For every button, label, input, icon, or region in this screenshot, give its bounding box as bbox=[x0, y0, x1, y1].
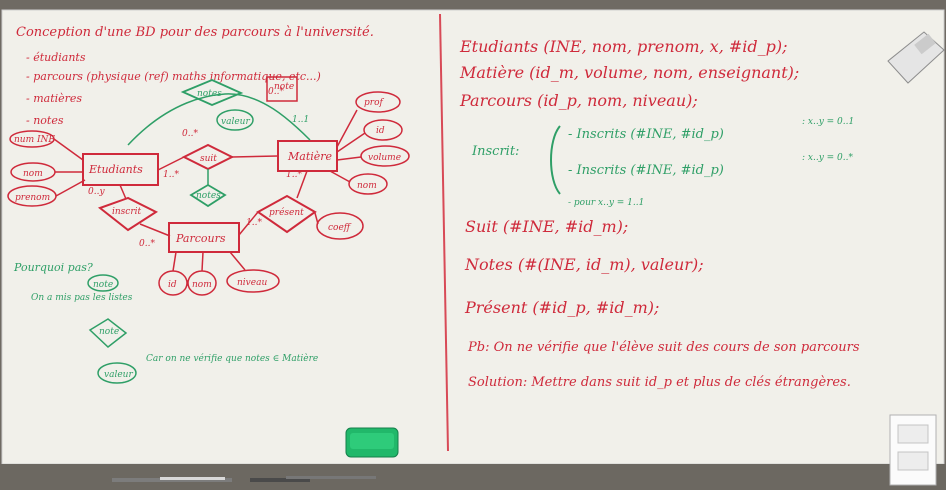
right-line-follow: Suit (#INE, #id_m); bbox=[465, 217, 628, 236]
erd-link-follow-left bbox=[157, 156, 185, 171]
bullet-subjects: - matières bbox=[26, 92, 82, 105]
note-box bbox=[266, 76, 298, 102]
rel-notes-diamond-1 bbox=[180, 79, 244, 106]
erd-link-ine bbox=[53, 138, 84, 161]
rel-notes-diamond-2 bbox=[189, 183, 227, 208]
green-eraser-top bbox=[350, 433, 394, 449]
note-box-label: note bbox=[274, 82, 294, 92]
erd-link-nom-m bbox=[329, 170, 351, 183]
attr-niveau-ellipse bbox=[226, 269, 280, 293]
erd-link-present-left bbox=[238, 211, 259, 236]
board-divider-line bbox=[439, 13, 449, 452]
marker-tray bbox=[0, 464, 946, 490]
right-inscrit-2-note: : x..y = 0..* bbox=[802, 153, 853, 163]
right-line-notes: Notes (#(INE, id_m), valeur); bbox=[464, 255, 704, 274]
rel-notes-label-2: notes bbox=[196, 191, 221, 201]
attr-coeff-ellipse bbox=[316, 212, 364, 240]
green-note-ellipse-top bbox=[87, 274, 119, 292]
rel-enrolled-diamond bbox=[97, 196, 159, 232]
entity-subject-label: Matière bbox=[287, 150, 333, 163]
bullet-students: - étudiants bbox=[26, 51, 86, 64]
attr-nom-m-ellipse bbox=[348, 173, 388, 195]
green-note-label-bottom: valeur bbox=[104, 370, 133, 380]
right-problem: Pb: On ne vérifie que l'élève suit des c… bbox=[467, 340, 860, 355]
green-note-diamond-label: note bbox=[99, 327, 119, 337]
attr-ine-label: num INE bbox=[14, 135, 55, 145]
right-inscrit-label: Inscrit: bbox=[471, 144, 519, 159]
er-diagram: Etudiants Matière Parcours suit inscrit … bbox=[7, 76, 410, 296]
card-4: 0..* bbox=[139, 239, 155, 249]
right-inscrit-brace bbox=[550, 125, 561, 195]
erd-link-enrolled-bottom bbox=[139, 223, 171, 237]
marker-tray-items bbox=[112, 476, 376, 482]
attr-id-p-label: id bbox=[168, 280, 177, 290]
left-title: Conception d'une BD pour des parcours à … bbox=[16, 25, 374, 40]
card-1: 0..* bbox=[182, 129, 198, 139]
rel-present-label: présent bbox=[269, 207, 304, 218]
rel-notes-label-1: notes bbox=[197, 89, 222, 99]
erd-link-enrolled-top bbox=[119, 184, 127, 200]
entity-course-box bbox=[168, 222, 240, 253]
green-note-label-top: note bbox=[93, 280, 113, 290]
attr-nom-p-label: nom bbox=[192, 280, 212, 290]
right-inscrit-1: - Inscrits (#INE, #id_p) bbox=[568, 127, 724, 142]
wall-outlet bbox=[889, 414, 937, 486]
right-line-students: Etudiants (INE, nom, prenom, x, #id_p); bbox=[459, 37, 788, 56]
erd-link-follow-right bbox=[231, 155, 279, 158]
right-inscrit-3: - pour x..y = 1..1 bbox=[568, 198, 644, 208]
rel-present-diamond bbox=[256, 194, 317, 234]
card-8: 0..* bbox=[268, 87, 284, 97]
bullet-grades: - notes bbox=[26, 114, 64, 127]
green-note-comment: Car on ne vérifie que notes ∈ Matière bbox=[146, 353, 318, 364]
card-3: 0..y bbox=[88, 187, 105, 197]
attr-nom-m-label: nom bbox=[357, 181, 377, 191]
erd-link-nom-p bbox=[201, 251, 204, 272]
attr-valeur-ellipse bbox=[216, 109, 254, 131]
erd-link-coeff bbox=[314, 212, 319, 225]
entity-students-label: Etudiants bbox=[88, 163, 143, 176]
attr-nom-label: nom bbox=[23, 169, 43, 179]
card-2: 1..* bbox=[163, 170, 179, 180]
rel-follow-label: suit bbox=[200, 154, 217, 164]
green-note-lists: On a mis pas les listes bbox=[31, 293, 133, 303]
erd-link-prenom bbox=[55, 179, 86, 197]
right-inscrit-2: - Inscrits (#INE, #id_p) bbox=[568, 163, 724, 178]
erd-link-volume bbox=[336, 156, 362, 161]
right-line-present: Présent (#id_p, #id_m); bbox=[464, 298, 659, 317]
attr-niveau-label: niveau bbox=[237, 278, 267, 288]
erd-link-present-top bbox=[296, 170, 308, 199]
right-line-subject: Matière (id_m, volume, nom, enseignant); bbox=[459, 63, 799, 82]
attr-coeff-label: coeff bbox=[328, 223, 352, 233]
rel-enrolled-label: inscrit bbox=[112, 207, 142, 217]
attr-valeur-label: valeur bbox=[221, 117, 250, 127]
card-7: 1..1 bbox=[292, 115, 309, 125]
card-6: 1..* bbox=[286, 170, 302, 180]
right-line-course: Parcours (id_p, nom, niveau); bbox=[459, 91, 698, 110]
whiteboard-surface bbox=[1, 9, 945, 465]
erd-link-niveau bbox=[229, 251, 246, 271]
right-solution: Solution: Mettre dans suit id_p et plus … bbox=[468, 375, 851, 390]
entity-course-label: Parcours bbox=[175, 232, 226, 245]
attr-prof-label: prof bbox=[364, 98, 384, 108]
attr-volume-ellipse bbox=[360, 145, 410, 167]
bullet-courses: - parcours (physique (ref) maths informa… bbox=[26, 70, 321, 83]
right-inscrit-1-note: : x..y = 0..1 bbox=[802, 117, 854, 127]
green-note-ellipse-bottom bbox=[97, 362, 137, 384]
green-note-question: Pourquoi pas? bbox=[13, 261, 93, 274]
attr-prenom-label: prenom bbox=[15, 193, 50, 203]
erd-green-arc-top bbox=[127, 93, 311, 146]
projector-device bbox=[887, 31, 945, 84]
attr-prof-ellipse bbox=[355, 91, 401, 113]
erd-link-prof bbox=[336, 109, 358, 148]
attr-id-label: id bbox=[376, 126, 385, 136]
erd-link-id-p bbox=[172, 251, 177, 272]
attr-id-ellipse bbox=[363, 119, 403, 141]
card-5: 1..* bbox=[246, 218, 262, 228]
green-note-diamond bbox=[88, 318, 128, 348]
erd-link-id bbox=[336, 132, 366, 153]
attr-volume-label: volume bbox=[368, 153, 401, 163]
